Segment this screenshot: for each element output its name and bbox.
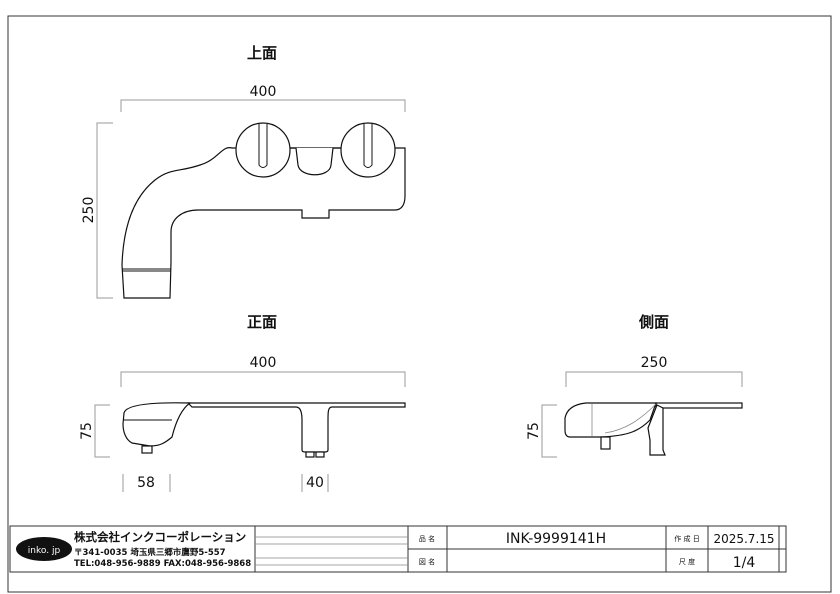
- company-logo: [16, 537, 72, 561]
- top-view: 上面 400 250: [81, 44, 406, 299]
- drawing-name-label: 図 名: [419, 557, 435, 566]
- front-pillar-dimension: 40: [306, 475, 324, 491]
- top-knob-left-slot: [258, 124, 268, 168]
- side-nozzle: [600, 436, 611, 450]
- front-sub-dimension-ticks: [122, 474, 329, 492]
- company-contact: TEL:048-956-9889 FAX:048-956-9868: [74, 559, 251, 569]
- front-head-dimension: 58: [137, 475, 155, 491]
- side-height-dimension-line: [541, 404, 557, 458]
- front-view: 正面 400 75 58 40: [79, 313, 406, 492]
- front-plate: [186, 402, 406, 453]
- side-plate: [655, 402, 743, 409]
- scale-label: 尺 度: [679, 557, 695, 566]
- side-pillar: [647, 404, 666, 456]
- front-height-dimension: 75: [79, 422, 95, 440]
- title-block: inko. jp 株式会社インクコーポレーション 〒341-0035 埼玉県三郷…: [9, 525, 787, 573]
- front-width-dimension: 400: [250, 355, 277, 371]
- sheet-border: [7, 15, 832, 593]
- top-view-title: 上面: [247, 44, 277, 62]
- company-name: 株式会社インクコーポレーション: [74, 530, 246, 544]
- side-view: 側面 250 75: [526, 313, 743, 458]
- side-head: [564, 402, 657, 438]
- front-width-dimension-line: [120, 371, 406, 387]
- side-view-title: 側面: [638, 313, 669, 331]
- top-knob-right-slot: [363, 124, 373, 168]
- front-head: [122, 402, 192, 447]
- top-center-notch: [289, 147, 341, 176]
- top-width-dimension: 400: [250, 84, 277, 100]
- product-name: INK-9999141H: [506, 531, 606, 547]
- company-address: 〒341-0035 埼玉県三郷市鷹野5-557: [74, 547, 226, 558]
- top-depth-dimension-line: [96, 122, 113, 299]
- side-depth-dimension: 250: [641, 355, 668, 371]
- top-body-outline: [121, 147, 406, 299]
- front-view-title: 正面: [247, 313, 277, 331]
- product-name-label: 品 名: [419, 534, 435, 543]
- top-width-dimension-line: [120, 99, 406, 112]
- front-height-dimension-line: [94, 404, 110, 458]
- created-date: 2025.7.15: [713, 532, 774, 546]
- created-date-label: 作 成 日: [674, 534, 699, 543]
- company-logo-text: inko. jp: [28, 546, 61, 556]
- top-depth-dimension: 250: [81, 197, 97, 224]
- front-nozzle: [141, 445, 153, 454]
- side-height-dimension: 75: [526, 422, 542, 440]
- side-depth-dimension-line: [565, 371, 743, 387]
- scale-value: 1/4: [733, 555, 756, 571]
